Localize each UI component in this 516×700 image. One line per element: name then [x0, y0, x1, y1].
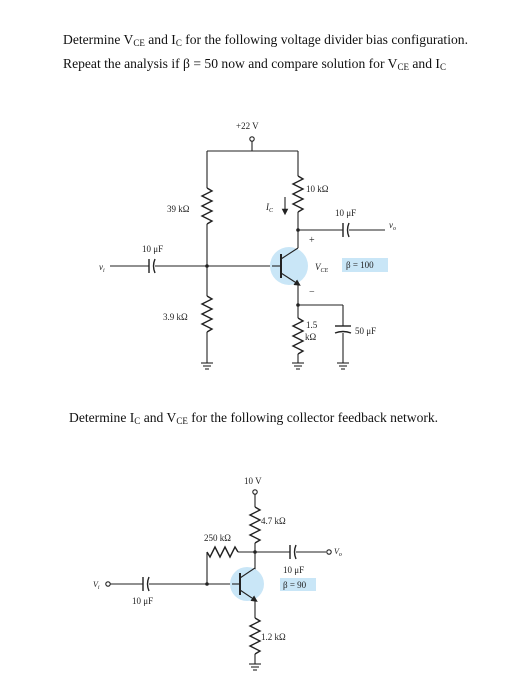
question-2: Determine IC and VCE for the following c… [69, 410, 439, 426]
supply-label-1: +22 V [236, 121, 259, 131]
collector-feedback-circuit: 10 V 4.7 kΩ Vo 10 μF 250 kΩ Vi 10 μF [93, 476, 342, 671]
re-label-1b: kΩ [305, 332, 317, 342]
npn-transistor-icon [230, 567, 264, 602]
supply-terminal-2 [252, 489, 258, 495]
r1-resistor [200, 187, 214, 225]
rc-resistor-1 [291, 175, 305, 213]
cin-label-2: 10 μF [132, 596, 153, 606]
ground-icon [249, 663, 261, 671]
rc-label-2: 4.7 kΩ [261, 516, 286, 526]
re-label-1a: 1.5 [306, 320, 318, 330]
ground-icon [201, 362, 213, 370]
voltage-divider-circuit: +22 V 39 kΩ vi 10 μF 3.9 kΩ 10 kΩ [99, 121, 396, 370]
vi-label-2: Vi [93, 580, 100, 591]
supply-label-2: 10 V [244, 476, 262, 486]
vce-plus: + [309, 235, 315, 246]
ic-label: IC [265, 202, 274, 214]
vo-label-1: vo [389, 220, 396, 232]
rf-resistor [206, 545, 239, 559]
vce-label: VCE [315, 262, 329, 274]
supply-terminal-1 [249, 136, 255, 142]
vce-minus: − [309, 287, 315, 298]
re-resistor-1 [291, 317, 305, 355]
cout-label-2: 10 μF [283, 565, 304, 575]
question-1-line-2: Repeat the analysis if β = 50 now and co… [63, 56, 446, 72]
re-label-2: 1.2 kΩ [261, 632, 286, 642]
rf-label: 250 kΩ [204, 533, 231, 543]
beta-box-1 [342, 258, 388, 272]
question-1-line-1: Determine VCE and IC for the following v… [63, 32, 468, 48]
r2-label: 3.9 kΩ [163, 312, 188, 322]
rc-resistor-2 [248, 506, 262, 544]
ce-label: 50 μF [355, 326, 376, 336]
rc-label-1: 10 kΩ [306, 184, 329, 194]
vo-label-2: Vo [334, 547, 342, 558]
beta-label-1: β = 100 [346, 260, 374, 270]
vi-label-1: vi [99, 262, 105, 274]
beta-box-2 [280, 578, 316, 591]
cout-label-1: 10 μF [335, 208, 356, 218]
cin-label-1: 10 μF [142, 244, 163, 254]
ground-icon [337, 362, 349, 370]
npn-transistor-icon [270, 247, 308, 286]
beta-label-2: β = 90 [283, 580, 307, 590]
re-resistor-2 [248, 617, 262, 655]
r1-label: 39 kΩ [167, 204, 190, 214]
r2-resistor [200, 295, 214, 333]
ground-icon [292, 362, 304, 370]
